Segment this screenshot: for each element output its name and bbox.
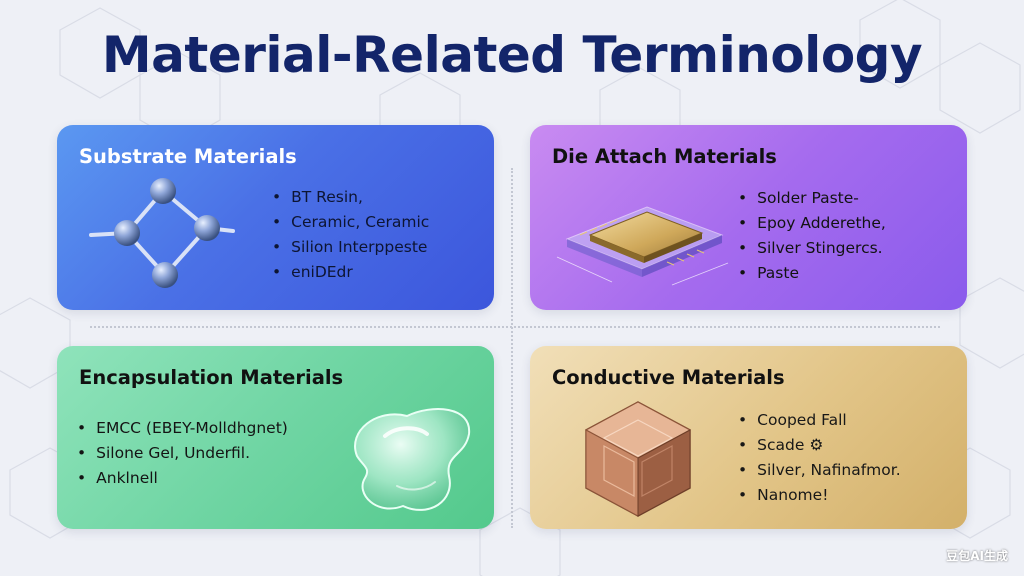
ai-generated-watermark: 豆包AI生成 [946,549,1008,563]
list-item: Silone Gel, Underfil. [77,441,288,466]
chip-icon [556,206,729,286]
list-item: BT Resin, [272,185,429,210]
copper-cube-icon [584,401,692,517]
conductive-materials-card: Conductive Materials Cooped Fall Scade ⚙… [530,346,967,529]
list-item: Cooped Fall [738,408,901,433]
list-item: Silion Interppeste [272,235,429,260]
substrate-materials-card: Substrate Materials BT Resin, Ceramic, C… [57,125,494,310]
list-item: Ceramic, Ceramic [272,210,429,235]
list-item: Anklnell [77,466,288,491]
die-attach-card-title: Die Attach Materials [552,145,777,168]
encapsulation-card-title: Encapsulation Materials [79,366,344,389]
conductive-card-title: Conductive Materials [552,366,785,389]
list-item: Paste [738,261,886,286]
list-item: eniDEdr [272,260,429,285]
list-item: Silver Stingercs. [738,236,886,261]
conductive-items-list: Cooped Fall Scade ⚙ Silver, Nafinafmor. … [738,408,901,508]
list-item: Silver, Nafinafmor. [738,458,900,483]
die-attach-materials-card: Die Attach Materials Solder Paste- Epoy [530,125,967,310]
list-item: EMCC (EBEY-Molldhgnet) [77,416,288,441]
vertical-divider [511,168,513,528]
substrate-items-list: BT Resin, Ceramic, Ceramic Silion Interp… [272,185,429,285]
die-attach-items-list: Solder Paste- Epoy Adderethe, Silver Sti… [738,186,886,286]
gel-blob-icon [354,408,471,511]
encapsulation-materials-card: Encapsulation Materials EMCC (EBEY-Molld… [57,346,494,529]
page-title: Material-Related Terminology [101,26,923,84]
encapsulation-items-list: EMCC (EBEY-Molldhgnet) Silone Gel, Under… [77,416,288,491]
list-item: Scade ⚙ [738,433,901,458]
substrate-card-title: Substrate Materials [79,145,297,168]
horizontal-divider [90,326,940,328]
list-item: Epoy Adderethe, [738,211,886,236]
molecule-icon [89,178,235,288]
list-item: Nanome! [738,483,901,508]
list-item: Solder Paste- [738,186,886,211]
